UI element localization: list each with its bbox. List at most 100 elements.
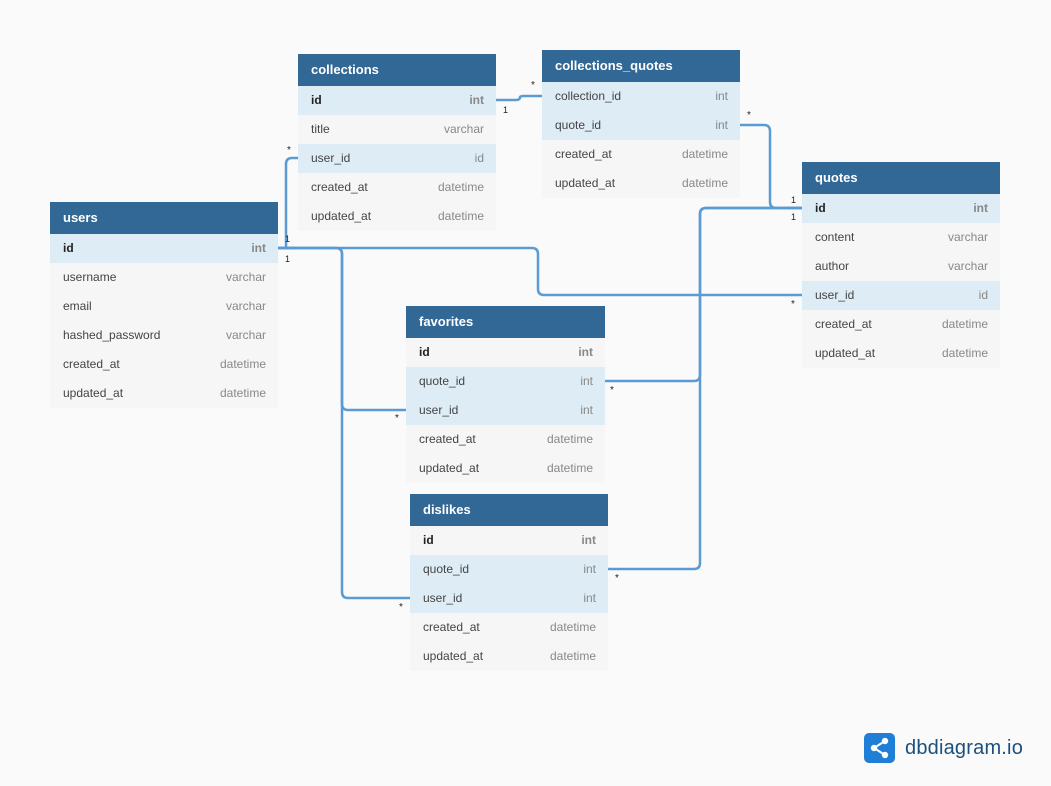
field-name: id (419, 345, 430, 359)
field-row[interactable]: collection_id int (542, 82, 740, 111)
field-row[interactable]: id int (298, 86, 496, 115)
field-name: created_at (555, 147, 612, 161)
relationship-line[interactable] (278, 246, 410, 600)
field-row[interactable]: created_at datetime (406, 425, 605, 454)
brand-logo[interactable]: dbdiagram.io (864, 733, 1023, 763)
cardinality-label: * (791, 299, 795, 310)
field-row[interactable]: quote_id int (406, 367, 605, 396)
cardinality-label: * (395, 413, 399, 424)
field-type: datetime (437, 209, 484, 223)
field-type: datetime (546, 432, 593, 446)
field-row[interactable]: id int (406, 338, 605, 367)
table-header[interactable]: collections (298, 54, 496, 86)
field-row[interactable]: updated_at datetime (298, 202, 496, 231)
field-name: updated_at (555, 176, 616, 190)
cardinality-label: 1 (285, 234, 291, 244)
field-type: int (583, 562, 596, 576)
field-type: int (973, 201, 988, 215)
field-name: created_at (423, 620, 480, 634)
table-header[interactable]: dislikes (410, 494, 608, 526)
field-type: int (578, 345, 593, 359)
field-name: updated_at (311, 209, 372, 223)
field-type: int (469, 93, 484, 107)
field-type: datetime (219, 386, 266, 400)
relationship-line[interactable] (278, 246, 406, 412)
field-type: datetime (219, 357, 266, 371)
table-header[interactable]: collections_quotes (542, 50, 740, 82)
field-type: int (715, 89, 728, 103)
cardinality-label: * (747, 110, 751, 121)
field-type: int (251, 241, 266, 255)
relationship-line[interactable] (605, 206, 802, 383)
table-header[interactable]: users (50, 202, 278, 234)
field-type: int (715, 118, 728, 132)
field-type: varchar (225, 299, 266, 313)
field-name: user_id (815, 288, 855, 302)
field-name: id (63, 241, 74, 255)
field-type: varchar (947, 259, 988, 273)
field-row[interactable]: id int (50, 234, 278, 263)
cardinality-label: 1 (791, 195, 797, 205)
share-nodes-icon (864, 733, 895, 763)
cardinality-label: * (287, 145, 291, 156)
field-name: updated_at (63, 386, 124, 400)
table-header[interactable]: favorites (406, 306, 605, 338)
field-name: created_at (419, 432, 476, 446)
field-type: datetime (549, 649, 596, 663)
field-type: int (583, 591, 596, 605)
field-name: updated_at (815, 346, 876, 360)
relationship-line[interactable] (496, 94, 542, 102)
field-type: int (580, 374, 593, 388)
field-name: user_id (419, 403, 459, 417)
field-type: id (474, 151, 484, 165)
field-name: hashed_password (63, 328, 161, 342)
field-name: quote_id (419, 374, 466, 388)
table-header[interactable]: quotes (802, 162, 1000, 194)
cardinality-label: 1 (791, 212, 797, 222)
field-type: int (580, 403, 593, 417)
field-name: id (423, 533, 434, 547)
field-name: created_at (815, 317, 872, 331)
field-row[interactable]: user_id int (406, 396, 605, 425)
relationship-line[interactable] (608, 206, 802, 571)
field-type: datetime (437, 180, 484, 194)
field-row[interactable]: updated_at datetime (50, 379, 278, 408)
cardinality-label: * (399, 602, 403, 613)
cardinality-label: 1 (285, 254, 291, 264)
field-name: title (311, 122, 330, 136)
field-name: updated_at (419, 461, 480, 475)
cardinality-label: * (615, 573, 619, 584)
relationship-line[interactable] (278, 246, 802, 297)
field-name: collection_id (555, 89, 622, 103)
field-name: username (63, 270, 117, 284)
field-name: id (311, 93, 322, 107)
